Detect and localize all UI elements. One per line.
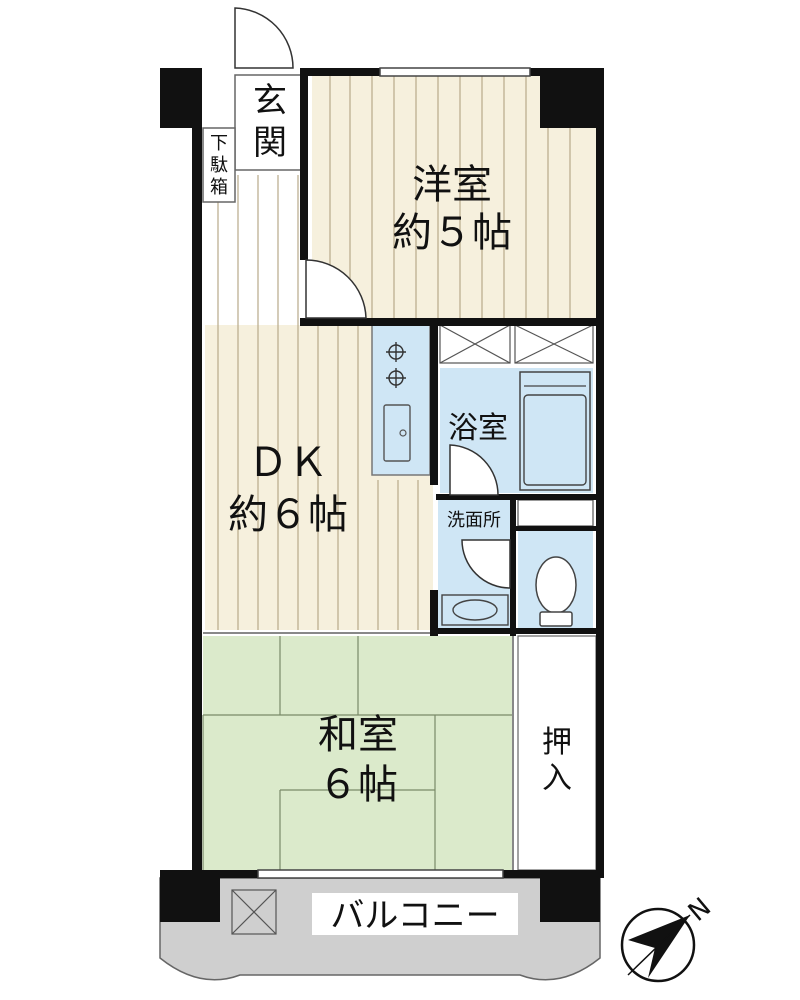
shoe-box-label-2: 駄 (210, 155, 228, 176)
shoe-box-label-1: 下 (210, 133, 228, 154)
walls (160, 68, 604, 922)
compass: N (620, 892, 717, 983)
japanese-room-name: 和室 (318, 712, 398, 758)
western-room-floor-lines (329, 75, 571, 320)
tatami-lines (202, 636, 513, 870)
dk-size: 約６帖 (228, 492, 348, 538)
shoe-box (202, 127, 236, 203)
stove-icon (386, 342, 406, 388)
entrance-label-2: 関 (253, 123, 287, 163)
dk-floor-lines (217, 175, 419, 630)
storage-cabinets (439, 324, 594, 364)
shoe-box-label-3: 箱 (210, 177, 228, 198)
closet-label-1: 押 (542, 725, 572, 760)
closet-label-2: 入 (542, 761, 572, 796)
windows (257, 67, 531, 879)
western-room-name: 洋室 (412, 162, 492, 208)
closet-floor (517, 635, 597, 871)
japanese-room-size: ６帖 (318, 762, 398, 808)
sink-icon (383, 404, 411, 462)
bathtub-icon (519, 371, 591, 491)
door-swings (234, 7, 511, 589)
bathroom-name: 浴室 (448, 411, 508, 446)
washroom-name: 洗面所 (447, 510, 501, 531)
balcony-name: バルコニー (330, 896, 499, 936)
compass-north-label: N (683, 892, 717, 927)
toilet-icon (535, 556, 577, 627)
entrance-floor (234, 74, 306, 171)
western-room-size: 約５帖 (392, 210, 512, 256)
balcony-hatch (231, 889, 277, 935)
entrance-label-1: 玄 (253, 81, 287, 121)
dk-name: ＤＫ (248, 440, 328, 486)
balcony-label-box (312, 893, 518, 935)
